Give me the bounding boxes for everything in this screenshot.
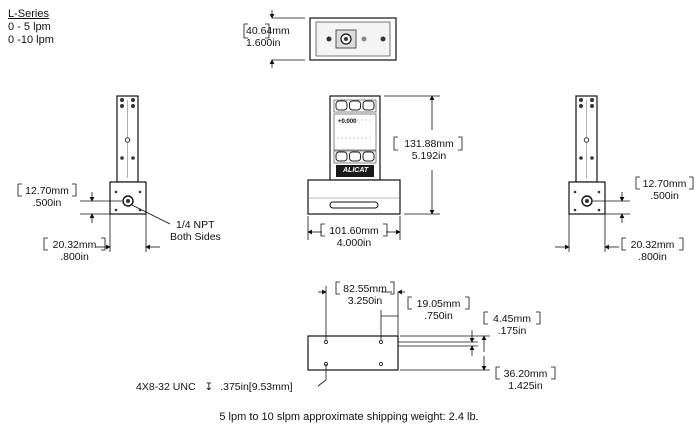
- series-title: L-Series: [8, 8, 49, 20]
- dim-bottom-depth: 36.20mm 1.425in: [503, 368, 548, 392]
- brand-logo: ALICAT: [343, 167, 369, 174]
- npt-label-2: Both Sides: [170, 231, 221, 243]
- dim-bottom-hole-offset: 19.05mm .750in: [416, 298, 461, 322]
- dim-bottom-hole-span: 82.55mm 3.250in: [343, 283, 387, 307]
- dim-right-port-height: 12.70mm .500in: [642, 178, 687, 202]
- depth-symbol-icon: ↧: [204, 381, 214, 393]
- top-view: [243, 10, 397, 68]
- right-side-view: [555, 95, 694, 252]
- npt-label-1: 1/4 NPT: [176, 219, 215, 231]
- display-value: +0.000: [338, 119, 357, 125]
- dim-bottom-hole-inset: 4.45mm .175in: [493, 313, 531, 337]
- mount-thread-callout: 4X8-32 UNC ↧ .375in[9.53mm]: [136, 381, 293, 393]
- shipping-weight-note: 5 lpm to 10 slpm approximate shipping we…: [219, 411, 479, 423]
- bottom-view: [307, 281, 556, 387]
- mount-depth: .375in[9.53mm]: [220, 381, 293, 393]
- front-view: [307, 95, 463, 240]
- dim-right-depth: 20.32mm .800in: [630, 239, 675, 263]
- dim-left-depth: 20.32mm .800in: [52, 239, 97, 263]
- dim-front-height: 131.88mm 5.192in: [404, 138, 454, 162]
- mount-thread: 4X8-32 UNC: [136, 381, 196, 393]
- series-info: L-Series 0 - 5 lpm 0 -10 lpm: [8, 8, 54, 47]
- dim-top-width: 40.64mm 1.600in: [246, 25, 290, 49]
- left-side-view: [17, 95, 171, 252]
- range-2: 0 -10 lpm: [8, 34, 54, 46]
- dim-left-port-height: 12.70mm .500in: [25, 185, 69, 209]
- range-1: 0 - 5 lpm: [8, 21, 51, 33]
- dim-front-width: 101.60mm 4.000in: [329, 225, 379, 249]
